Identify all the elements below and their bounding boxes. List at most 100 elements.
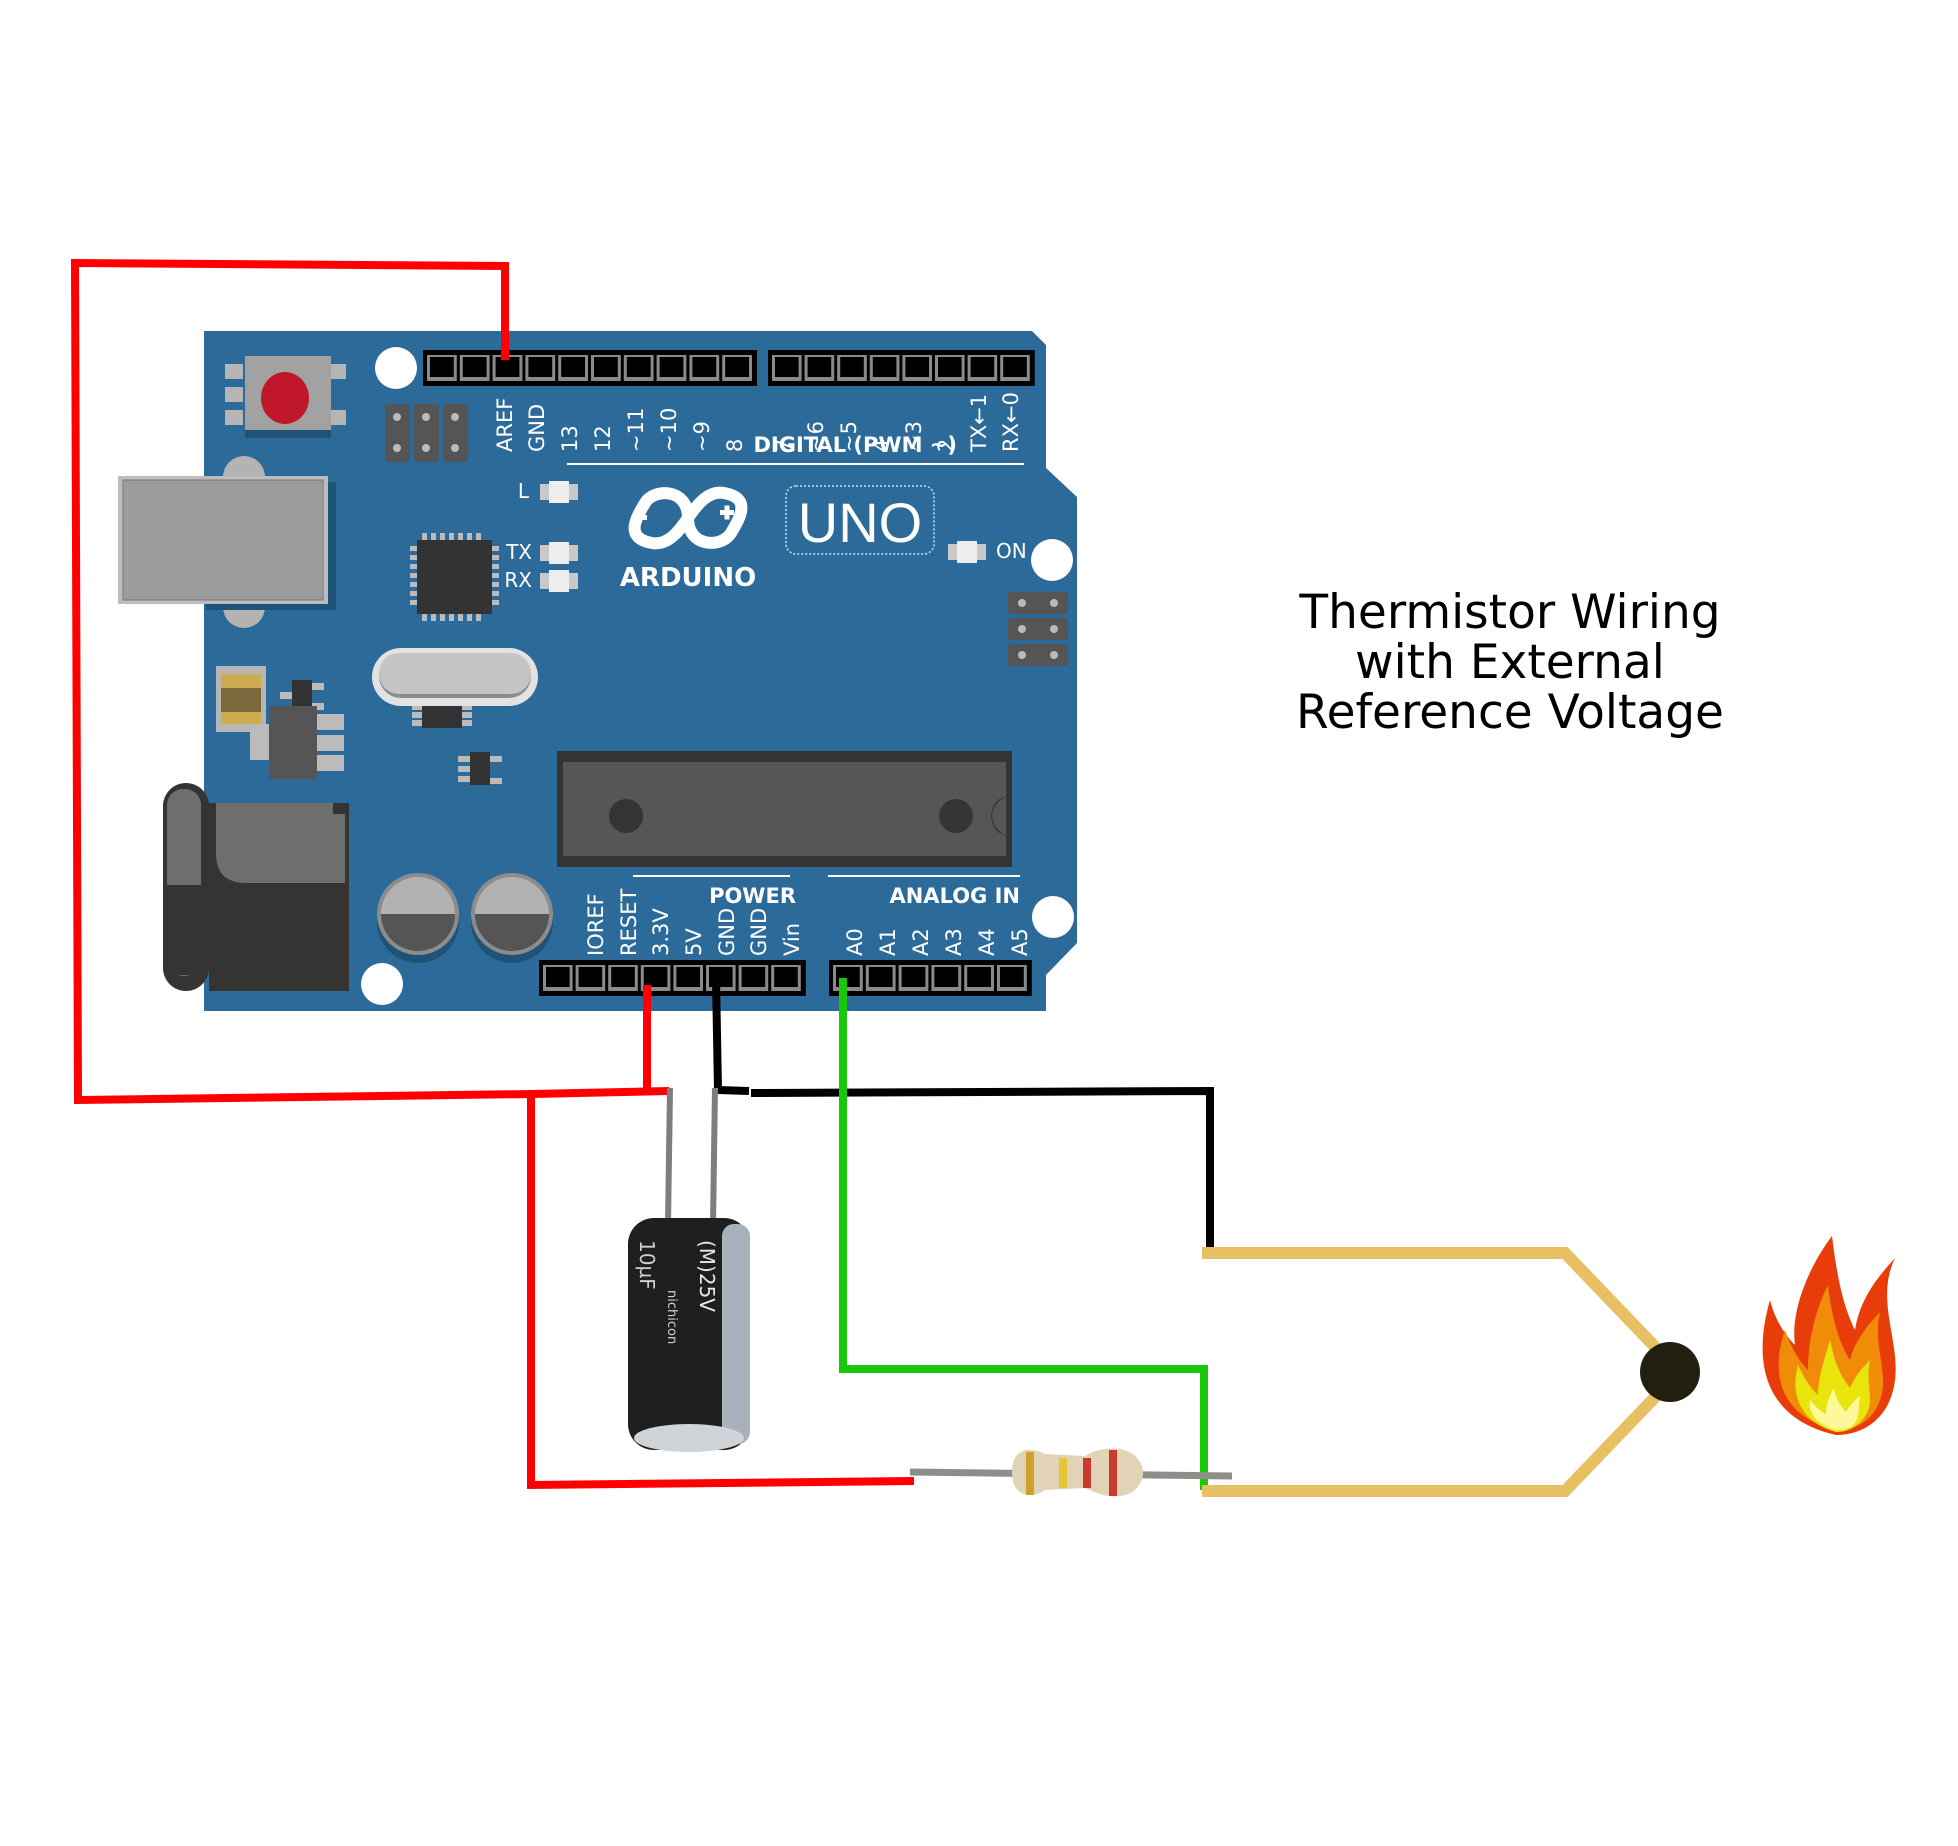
flame-icon xyxy=(1762,1236,1896,1435)
header-socket[interactable] xyxy=(804,355,835,381)
wire-gnd-hop xyxy=(750,1086,1214,1252)
header-socket[interactable] xyxy=(689,355,720,381)
resistor-band xyxy=(1026,1452,1034,1495)
header-socket[interactable] xyxy=(525,355,556,381)
title-line-2: with External xyxy=(1355,635,1665,690)
header-socket[interactable] xyxy=(935,355,965,381)
resistor-band xyxy=(1059,1458,1067,1488)
pin-label-digital: ~10 xyxy=(657,408,681,452)
pin-label-analog: A1 xyxy=(876,928,900,956)
header-socket[interactable] xyxy=(459,355,490,381)
pin-label-analog: A4 xyxy=(975,928,999,956)
board-capacitors xyxy=(377,873,553,963)
electrolytic-capacitor: (M)25V nichicon 10µF xyxy=(628,1087,750,1452)
pin-label-power: GND xyxy=(715,908,739,956)
led-l: L xyxy=(518,479,578,503)
led-label-l: L xyxy=(518,479,530,503)
usb-jack xyxy=(118,456,336,628)
header-socket[interactable] xyxy=(608,965,638,991)
arduino-wordmark: ARDUINO xyxy=(620,563,756,593)
digital-header-2 xyxy=(768,350,1035,386)
thermistor-bead xyxy=(1640,1342,1700,1402)
title-line-3: Reference Voltage xyxy=(1296,685,1724,740)
pin-label-digital: 7 xyxy=(772,439,796,452)
atmega-chip xyxy=(557,751,1012,867)
capacitor-marking-value: 10µF xyxy=(635,1240,659,1290)
pin-label-digital: ~9 xyxy=(690,421,714,452)
wire-gnd-to-thermistor xyxy=(712,978,750,1095)
header-socket[interactable] xyxy=(898,965,929,991)
capacitor-marking-brand: nichicon xyxy=(664,1290,679,1344)
pin-label-power: GND xyxy=(747,908,771,956)
header-socket[interactable] xyxy=(833,965,863,991)
header-socket[interactable] xyxy=(997,965,1027,991)
pin-label-digital: ~11 xyxy=(624,408,648,452)
header-socket[interactable] xyxy=(837,355,867,381)
arduino-board: DIGITAL (PWM ~) POWER ANALOG IN AREFGND1… xyxy=(118,331,1077,1011)
header-socket[interactable] xyxy=(706,965,736,991)
analog-section-label: ANALOG IN xyxy=(889,884,1020,908)
header-socket[interactable] xyxy=(623,355,654,381)
uno-text: UNO xyxy=(798,491,922,554)
pin-label-digital: 4 xyxy=(869,439,893,452)
header-socket[interactable] xyxy=(591,355,621,381)
header-socket[interactable] xyxy=(869,355,900,381)
pin-label-digital: ~3 xyxy=(902,421,926,452)
header-socket[interactable] xyxy=(902,355,932,381)
header-socket[interactable] xyxy=(673,965,703,991)
led-label-on: ON xyxy=(996,539,1027,563)
pin-label-analog: A2 xyxy=(909,928,933,956)
icsp-header-right xyxy=(1008,592,1068,666)
header-socket[interactable] xyxy=(772,355,802,381)
thermistor-lead-bottom xyxy=(1202,1387,1665,1497)
arduino-logo: ARDUINO xyxy=(620,486,756,593)
led-label-rx: RX xyxy=(504,568,532,592)
pin-label-digital: 13 xyxy=(558,425,582,452)
led-on: ON xyxy=(948,539,1027,563)
header-socket[interactable] xyxy=(640,965,671,991)
uno-badge: UNO xyxy=(785,485,935,555)
pin-label-digital: 2 xyxy=(934,439,958,452)
title-line-1: Thermistor Wiring xyxy=(1299,585,1721,640)
pin-label-power: RESET xyxy=(617,889,641,956)
mounting-hole xyxy=(1031,539,1073,581)
icsp-header xyxy=(385,404,468,462)
thermistor-lead-top xyxy=(1202,1247,1665,1357)
pin-label-power: Vin xyxy=(780,923,804,956)
led-tx: TX xyxy=(505,540,578,564)
header-socket[interactable] xyxy=(865,965,896,991)
header-socket[interactable] xyxy=(427,355,457,381)
pin-label-analog: A5 xyxy=(1008,928,1032,956)
header-socket[interactable] xyxy=(543,965,573,991)
pin-label-digital: ~6 xyxy=(804,421,828,452)
header-socket[interactable] xyxy=(771,965,801,991)
reset-button[interactable] xyxy=(225,356,346,438)
mounting-hole xyxy=(361,963,403,1005)
pin-label-digital: TX←1 xyxy=(967,394,991,453)
led-label-tx: TX xyxy=(505,540,532,564)
pin-label-power: IOREF xyxy=(584,893,608,956)
header-socket[interactable] xyxy=(722,355,752,381)
wire-aref-to-3v3 xyxy=(70,258,670,1105)
header-socket[interactable] xyxy=(656,355,687,381)
wire-a0-to-junction xyxy=(839,978,1208,1490)
header-socket[interactable] xyxy=(558,355,588,381)
pin-headers xyxy=(423,350,1035,996)
pin-label-power: 3.3V xyxy=(649,908,673,956)
header-socket[interactable] xyxy=(931,965,962,991)
header-socket[interactable] xyxy=(964,965,994,991)
mounting-hole xyxy=(1032,896,1074,938)
resistor xyxy=(909,1448,1233,1497)
header-socket[interactable] xyxy=(575,965,606,991)
resistor-band xyxy=(1109,1450,1117,1496)
power-header xyxy=(539,960,806,996)
header-socket[interactable] xyxy=(967,355,998,381)
logo-minus-icon xyxy=(633,515,647,520)
pin-label-analog: A0 xyxy=(843,928,867,956)
wires xyxy=(70,258,1665,1497)
pin-label-power: 5V xyxy=(682,928,706,956)
header-socket[interactable] xyxy=(1000,355,1030,381)
header-socket[interactable] xyxy=(738,965,769,991)
resistor-band xyxy=(1083,1458,1091,1488)
